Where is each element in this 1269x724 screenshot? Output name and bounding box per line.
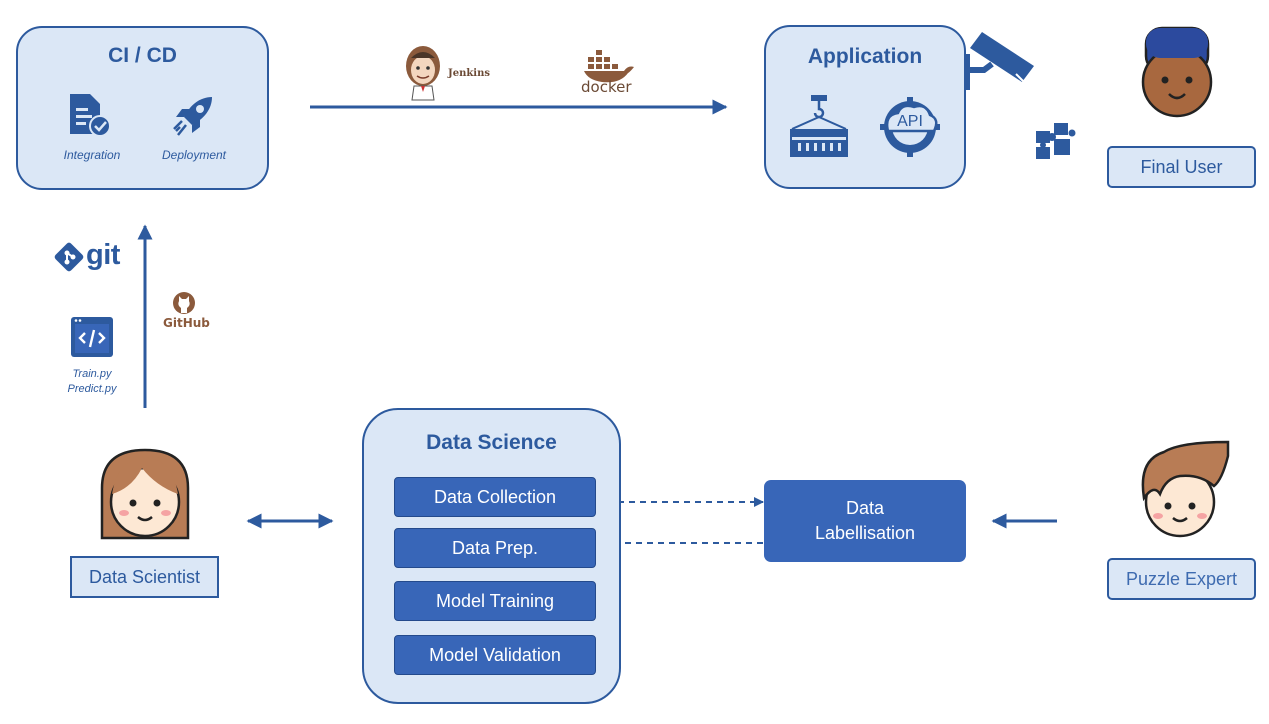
labellisation-line-1: Data [845,498,884,518]
deployment-label: Deployment [161,148,227,162]
data-scientist-label: Data Scientist [70,556,219,598]
code-file-predict: Predict.py [67,383,117,395]
github-label: GitHub [163,316,210,330]
integration-label: Integration [63,148,121,162]
application-title: Application [807,45,923,68]
git-icon [54,242,84,272]
api-icon [880,97,940,157]
docker-icon [584,50,634,83]
step-data-collection: Data Collection [394,477,596,517]
final-user-avatar [1141,26,1213,118]
camera-icon [964,32,1034,90]
data-scientist-avatar [100,448,190,540]
github-icon [173,292,195,314]
code-file-icon [71,317,113,357]
application-panel: Application API [764,25,966,189]
docker-label: docker [581,78,632,96]
step-data-prep: Data Prep. [394,528,596,568]
api-label: API [897,113,923,130]
puzzle-expert-label: Puzzle Expert [1107,558,1256,600]
git-label: git [86,239,120,271]
rocket-icon [173,97,212,136]
container-icon [790,95,848,157]
labellisation-line-2: Labellisation [814,523,916,543]
step-model-training: Model Training [394,581,596,621]
puzzle-icon [1036,123,1076,159]
final-user-label: Final User [1107,146,1256,188]
step-model-validation: Model Validation [394,635,596,675]
data-science-title: Data Science [426,431,557,454]
cicd-title: CI / CD [108,44,177,67]
integration-icon [70,94,111,137]
puzzle-expert-avatar [1141,440,1230,538]
jenkins-label: Jenkins [448,68,490,79]
data-labellisation-box: Data Labellisation [764,480,966,562]
data-science-panel: Data Science Data Collection Data Prep. … [362,408,621,704]
code-file-train: Train.py [72,368,112,380]
jenkins-icon [406,46,440,101]
cicd-panel: CI / CD Integration Deployment [16,26,269,190]
